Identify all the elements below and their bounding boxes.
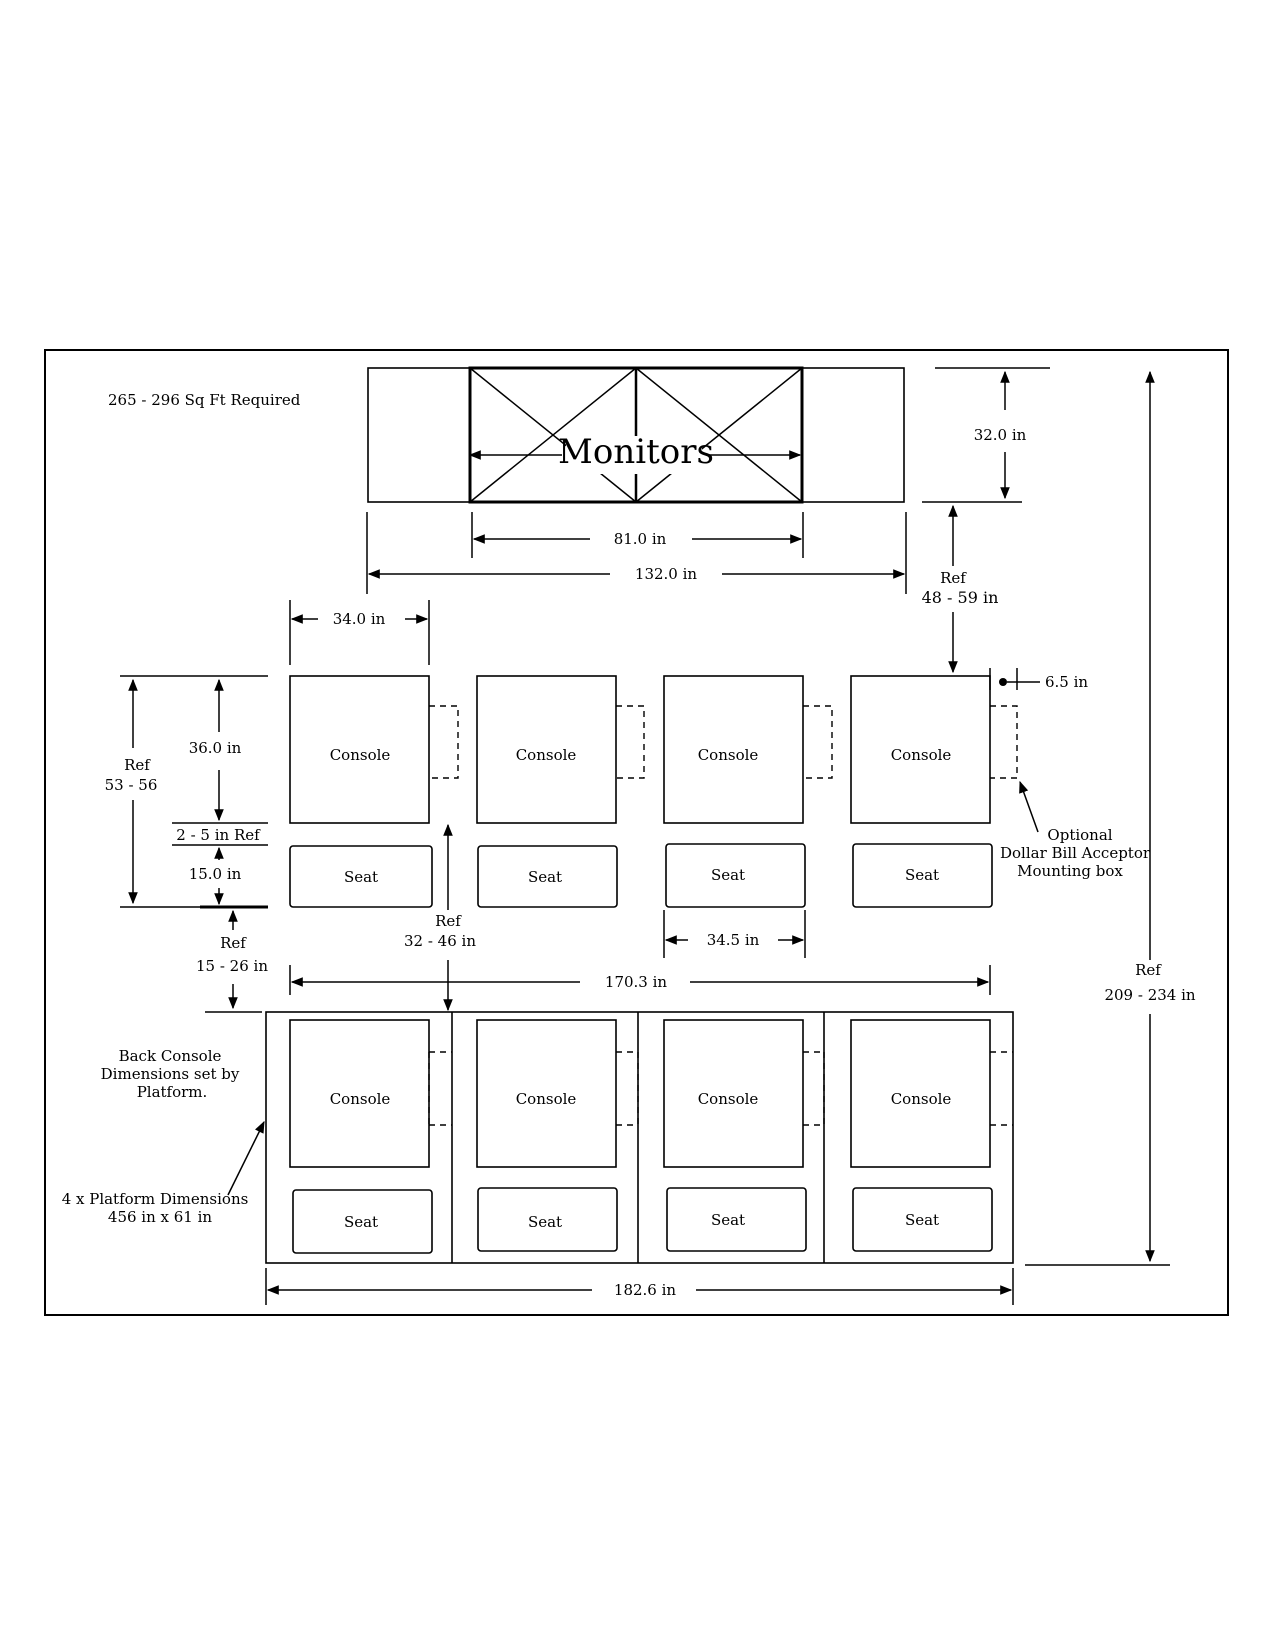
- dim-ref-label-gap: Ref: [220, 934, 247, 952]
- dim-row-gap: 15 - 26 in: [196, 957, 268, 975]
- dim-platform-width: 182.6 in: [614, 1281, 677, 1299]
- seat-label: Seat: [905, 866, 939, 884]
- monitor-wall: [367, 366, 905, 504]
- seat-label: Seat: [528, 868, 562, 886]
- console-label: Console: [330, 746, 391, 764]
- note-back-console-2: Dimensions set by: [101, 1065, 240, 1083]
- note-platform-1: 4 x Platform Dimensions: [62, 1190, 249, 1208]
- note-platform-2: 456 in x 61 in: [108, 1208, 213, 1226]
- dim-seat-depth: 15.0 in: [189, 865, 242, 883]
- dim-monitor-height: 32.0 in: [974, 426, 1027, 444]
- dim-ref-label-aisle: Ref: [435, 912, 462, 930]
- dim-front-row-width: 170.3 in: [605, 973, 668, 991]
- note-back-console-1: Back Console: [119, 1047, 222, 1065]
- seat-label: Seat: [905, 1211, 939, 1229]
- console-label: Console: [516, 746, 577, 764]
- seat-label: Seat: [344, 1213, 378, 1231]
- dim-console-depth: 36.0 in: [189, 739, 242, 757]
- console-label: Console: [516, 1090, 577, 1108]
- note-bill-acceptor-1: Optional: [1047, 826, 1112, 844]
- dim-console-seat-gap: 2 - 5 in Ref: [176, 826, 261, 844]
- console-label: Console: [891, 1090, 952, 1108]
- dim-aisle: 32 - 46 in: [404, 932, 476, 950]
- dim-ref-label-row: Ref: [124, 756, 151, 774]
- front-row: [289, 675, 1018, 908]
- dim-row-depth: 53 - 56: [105, 776, 158, 794]
- seat-label: Seat: [711, 866, 745, 884]
- dim-console-width: 34.0 in: [333, 610, 386, 628]
- dim-seat-pitch: 34.5 in: [707, 931, 760, 949]
- dim-monitor-to-console: 48 - 59 in: [922, 588, 999, 607]
- dim-ref-label-monitor: Ref: [940, 569, 967, 587]
- note-back-console-3: Platform.: [137, 1083, 208, 1101]
- diagram-border: [44, 349, 1229, 1316]
- note-bill-acceptor-3: Mounting box: [1017, 862, 1123, 880]
- back-platform: [265, 1011, 1014, 1264]
- seat-label: Seat: [528, 1213, 562, 1231]
- dim-bill-acceptor-width: 6.5 in: [1045, 673, 1088, 691]
- dim-monitor-total-width: 132.0 in: [635, 565, 698, 583]
- dim-ref-label-overall: Ref: [1135, 961, 1162, 979]
- seat-label: Seat: [711, 1211, 745, 1229]
- console-label: Console: [330, 1090, 391, 1108]
- seat-label: Seat: [344, 868, 378, 886]
- note-bill-acceptor-2: Dollar Bill Acceptor: [1000, 844, 1151, 862]
- dim-monitor-inner-width: 81.0 in: [614, 530, 667, 548]
- area-required-label: 265 - 296 Sq Ft Required: [108, 391, 301, 409]
- dim-overall-depth: 209 - 234 in: [1104, 986, 1195, 1004]
- console-label: Console: [891, 746, 952, 764]
- console-label: Console: [698, 1090, 759, 1108]
- console-label: Console: [698, 746, 759, 764]
- monitors-label: Monitors: [558, 432, 714, 472]
